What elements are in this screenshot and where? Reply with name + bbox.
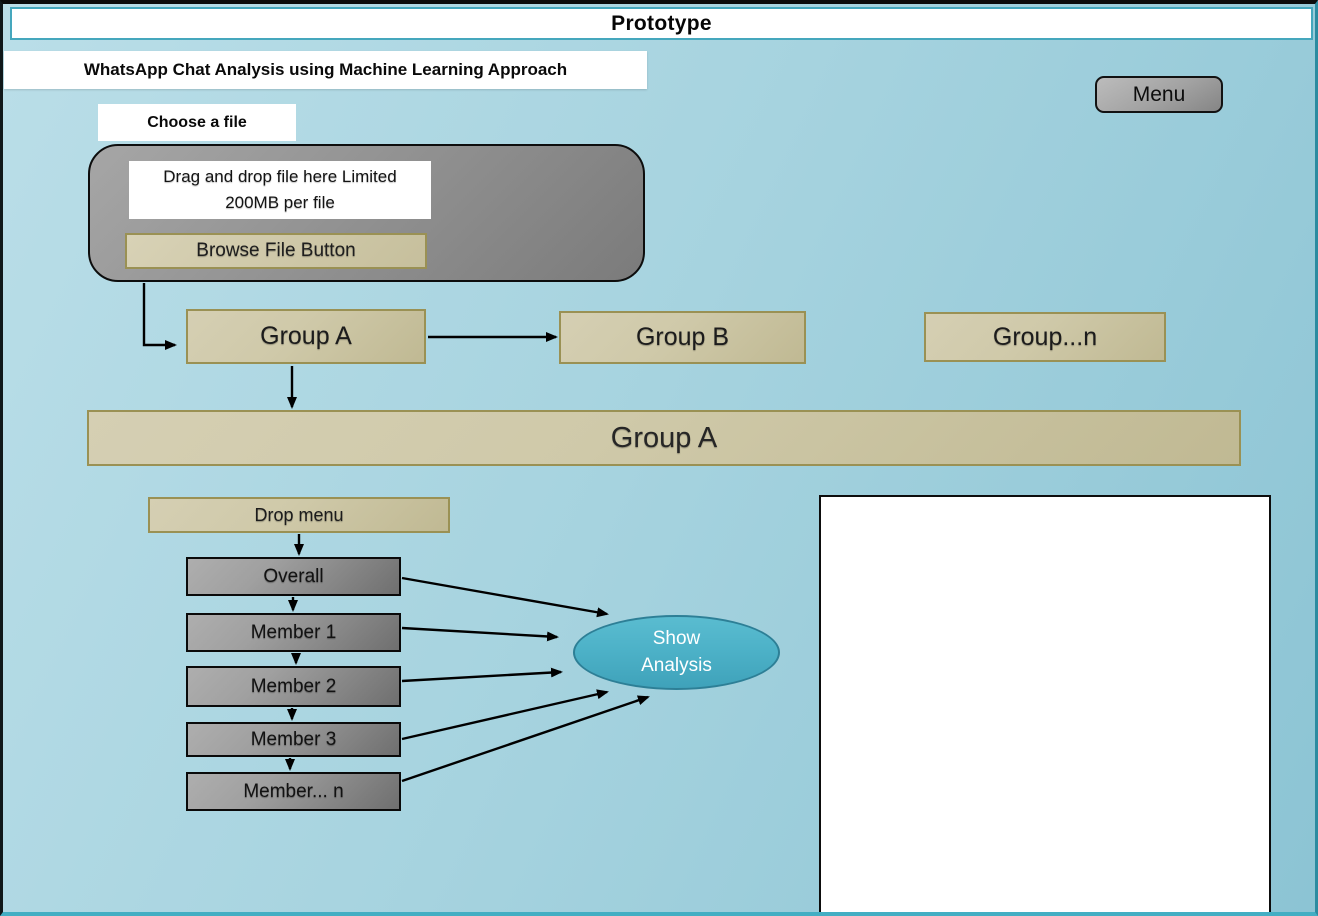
show-analysis-line1: Show <box>652 627 701 649</box>
app-heading-bar: WhatsApp Chat Analysis using Machine Lea… <box>4 51 647 89</box>
drop-menu-button[interactable]: Drop menu <box>148 497 450 533</box>
show-analysis-node[interactable]: Show Analysis <box>573 615 780 690</box>
dropzone-instructions: Drag and drop file here Limited 200MB pe… <box>129 161 431 219</box>
member-item-2[interactable]: Member 2 <box>186 666 401 707</box>
member-item-overall[interactable]: Overall <box>186 557 401 596</box>
group-a-button[interactable]: Group A <box>186 309 426 364</box>
menu-button[interactable]: Menu <box>1095 76 1223 113</box>
arrow-overall-to-analysis <box>401 576 609 618</box>
dropzone-line1: Drag and drop file here Limited <box>163 166 397 186</box>
arrow-membern-to-analysis <box>401 695 650 783</box>
group-n-button[interactable]: Group...n <box>924 312 1166 362</box>
arrow-member3-to-analysis <box>401 689 609 741</box>
choose-file-label: Choose a file <box>98 104 296 141</box>
group-b-button[interactable]: Group B <box>559 311 806 364</box>
app-heading-text: WhatsApp Chat Analysis using Machine Lea… <box>83 60 568 79</box>
selected-group-banner: Group A <box>87 410 1241 466</box>
member-item-3[interactable]: Member 3 <box>186 722 401 757</box>
arrow-dropzone-to-group-a <box>142 283 177 350</box>
member-item-1[interactable]: Member 1 <box>186 613 401 652</box>
dropzone-line2: 200MB per file <box>225 193 335 212</box>
member-item-n[interactable]: Member... n <box>186 772 401 811</box>
show-analysis-line2: Analysis <box>641 654 712 676</box>
page-title: Prototype <box>611 11 712 35</box>
arrow-member2-to-analysis <box>401 667 563 683</box>
analysis-result-panel <box>819 495 1271 912</box>
page-title-bar: Prototype <box>10 7 1313 40</box>
arrow-member1-to-analysis <box>401 626 559 642</box>
browse-file-button[interactable]: Browse File Button <box>125 233 427 269</box>
file-dropzone[interactable]: Drag and drop file here Limited 200MB pe… <box>88 144 645 282</box>
